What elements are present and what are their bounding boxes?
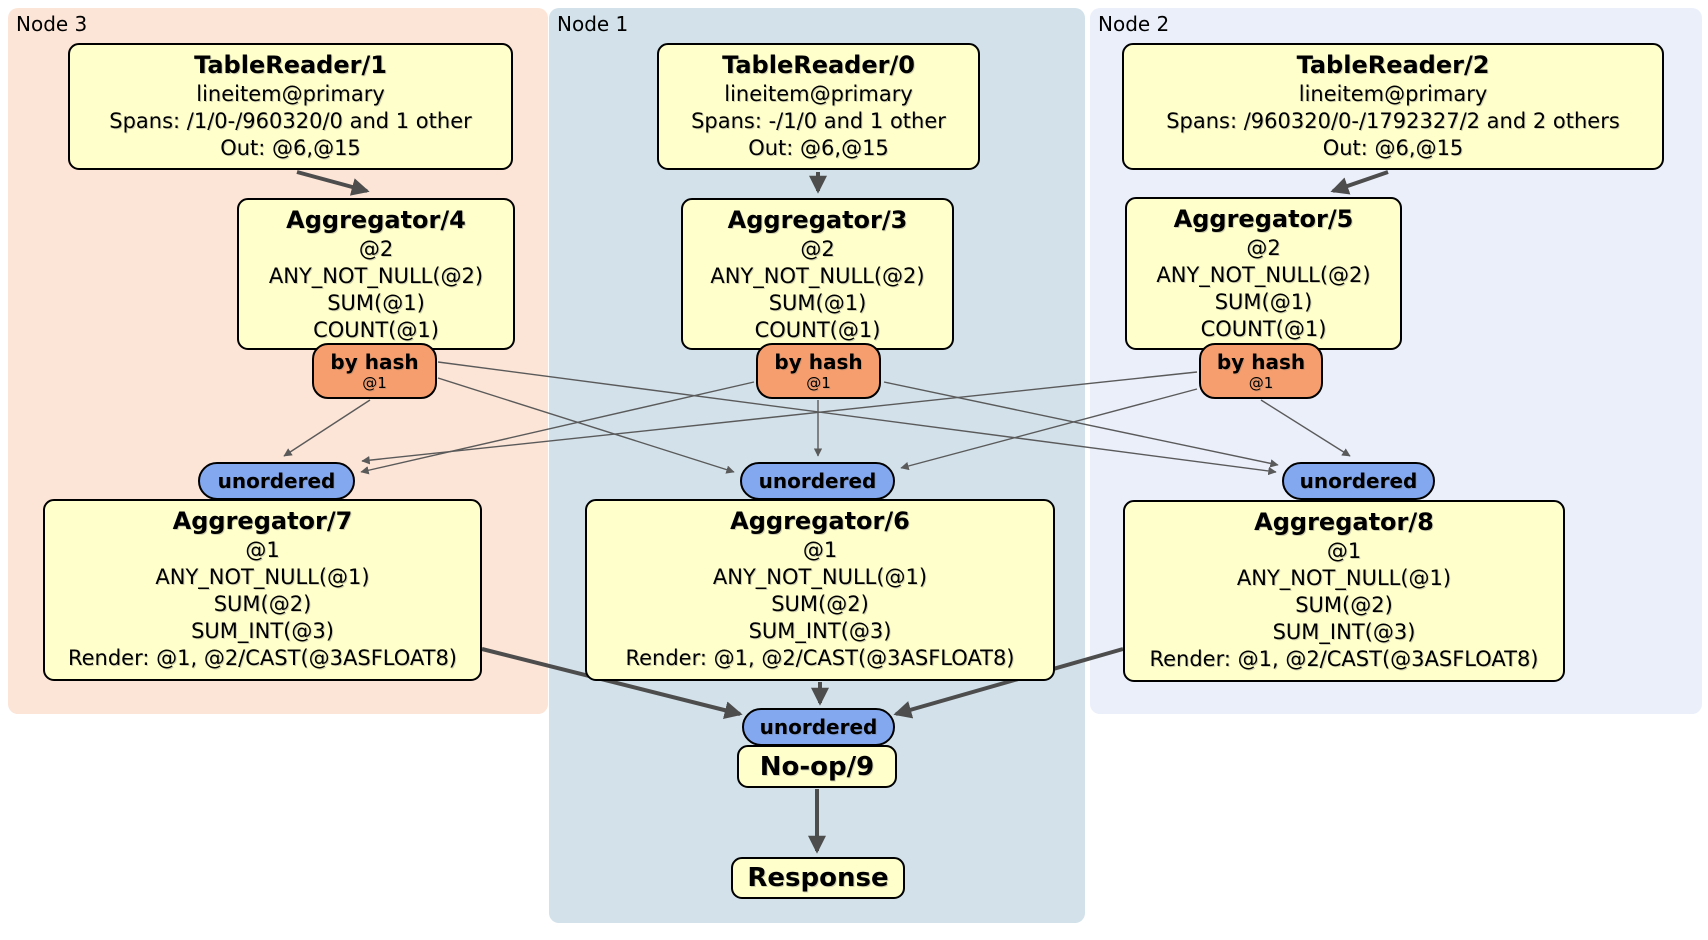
processor-detail: ANY_NOT_NULL(@1) bbox=[1236, 566, 1452, 590]
processor-detail: ANY_NOT_NULL(@1) bbox=[712, 565, 928, 589]
processor-detail: COUNT(@1) bbox=[754, 318, 881, 342]
processor-title: No-op/9 bbox=[759, 751, 875, 782]
processor-detail: ANY_NOT_NULL(@2) bbox=[710, 264, 925, 288]
processor-title: TableReader/2 bbox=[1296, 51, 1490, 79]
processor-detail: Out: @6,@15 bbox=[1322, 136, 1464, 160]
router-column: @1 bbox=[1248, 373, 1274, 392]
processor-detail: SUM(@2) bbox=[1295, 593, 1393, 617]
sync-label: unordered bbox=[759, 715, 878, 739]
sync-label: unordered bbox=[758, 469, 877, 493]
processor-detail: ANY_NOT_NULL(@2) bbox=[268, 264, 484, 288]
processor-title: Aggregator/4 bbox=[286, 206, 466, 234]
processor-detail: SUM_INT(@3) bbox=[748, 619, 892, 643]
processor-detail: lineitem@primary bbox=[724, 82, 913, 106]
router-byhash-4: by hash @1 bbox=[312, 343, 437, 399]
processor-title: Aggregator/3 bbox=[727, 206, 908, 234]
processor-aggregator-6: Aggregator/6 @1 ANY_NOT_NULL(@1) SUM(@2)… bbox=[585, 499, 1055, 681]
router-column: @1 bbox=[362, 373, 387, 392]
processor-detail: SUM_INT(@3) bbox=[191, 619, 334, 643]
processor-title: Aggregator/7 bbox=[172, 507, 353, 535]
processor-detail: Render: @1, @2/CAST(@3ASFLOAT8) bbox=[625, 646, 1015, 670]
processor-detail: ANY_NOT_NULL(@2) bbox=[1156, 263, 1371, 287]
processor-detail: @1 bbox=[245, 538, 280, 562]
region-label-node3: Node 3 bbox=[16, 12, 88, 36]
processor-detail: Spans: /960320/0-/1792327/2 and 2 others bbox=[1166, 109, 1620, 133]
processor-detail: SUM(@1) bbox=[327, 291, 425, 315]
processor-detail: lineitem@primary bbox=[1298, 82, 1488, 106]
processor-detail: Spans: -/1/0 and 1 other bbox=[691, 109, 946, 133]
processor-detail: SUM(@2) bbox=[771, 592, 869, 616]
router-label: by hash bbox=[330, 349, 419, 374]
router-column: @1 bbox=[806, 373, 831, 392]
processor-aggregator-8: Aggregator/8 @1 ANY_NOT_NULL(@1) SUM(@2)… bbox=[1123, 500, 1565, 682]
processor-detail: Render: @1, @2/CAST(@3ASFLOAT8) bbox=[67, 646, 458, 670]
processor-detail: Out: @6,@15 bbox=[748, 136, 889, 160]
router-label: by hash bbox=[1216, 349, 1306, 374]
processor-detail: SUM(@1) bbox=[1214, 290, 1313, 314]
processor-detail: ANY_NOT_NULL(@1) bbox=[155, 565, 370, 589]
processor-detail: COUNT(@1) bbox=[1200, 317, 1327, 341]
processor-tablereader-2: TableReader/2 lineitem@primary Spans: /9… bbox=[1122, 43, 1664, 170]
region-label-node2: Node 2 bbox=[1098, 12, 1170, 36]
processor-title: Aggregator/6 bbox=[730, 507, 910, 535]
processor-title: Response bbox=[747, 863, 889, 893]
processor-title: TableReader/0 bbox=[722, 51, 915, 79]
sync-unordered-node2: unordered bbox=[1282, 462, 1435, 500]
region-label-node1: Node 1 bbox=[557, 12, 629, 36]
processor-aggregator-3: Aggregator/3 @2 ANY_NOT_NULL(@2) SUM(@1)… bbox=[681, 198, 954, 350]
processor-tablereader-0: TableReader/0 lineitem@primary Spans: -/… bbox=[657, 43, 980, 170]
sync-unordered-node1: unordered bbox=[740, 462, 895, 500]
router-label: by hash bbox=[774, 349, 863, 374]
processor-detail: Spans: /1/0-/960320/0 and 1 other bbox=[109, 109, 472, 133]
processor-detail: @1 bbox=[1326, 539, 1362, 563]
processor-detail: @1 bbox=[802, 538, 838, 562]
processor-aggregator-4: Aggregator/4 @2 ANY_NOT_NULL(@2) SUM(@1)… bbox=[237, 198, 515, 350]
processor-detail: Render: @1, @2/CAST(@3ASFLOAT8) bbox=[1149, 647, 1539, 671]
router-byhash-3: by hash @1 bbox=[756, 343, 881, 399]
sync-label: unordered bbox=[1299, 469, 1418, 493]
processor-aggregator-7: Aggregator/7 @1 ANY_NOT_NULL(@1) SUM(@2)… bbox=[43, 499, 482, 681]
processor-title: Aggregator/5 bbox=[1173, 205, 1354, 233]
processor-detail: lineitem@primary bbox=[196, 82, 385, 106]
processor-detail: Out: @6,@15 bbox=[220, 136, 361, 160]
response-node: Response bbox=[731, 857, 905, 899]
sync-unordered-node3: unordered bbox=[198, 462, 355, 500]
processor-detail: SUM(@1) bbox=[768, 291, 867, 315]
processor-tablereader-1: TableReader/1 lineitem@primary Spans: /1… bbox=[68, 43, 513, 170]
processor-detail: SUM_INT(@3) bbox=[1272, 620, 1416, 644]
processor-detail: @2 bbox=[800, 237, 835, 261]
processor-detail: SUM(@2) bbox=[213, 592, 312, 616]
sync-label: unordered bbox=[217, 469, 336, 493]
processor-noop-9: No-op/9 bbox=[737, 745, 897, 788]
sync-unordered-final: unordered bbox=[742, 708, 895, 746]
router-byhash-5: by hash @1 bbox=[1199, 343, 1323, 399]
processor-detail: COUNT(@1) bbox=[313, 318, 439, 342]
processor-detail: @2 bbox=[1246, 236, 1281, 260]
processor-aggregator-5: Aggregator/5 @2 ANY_NOT_NULL(@2) SUM(@1)… bbox=[1125, 197, 1402, 350]
processor-title: TableReader/1 bbox=[194, 51, 387, 79]
processor-detail: @2 bbox=[358, 237, 394, 261]
processor-title: Aggregator/8 bbox=[1254, 508, 1434, 536]
